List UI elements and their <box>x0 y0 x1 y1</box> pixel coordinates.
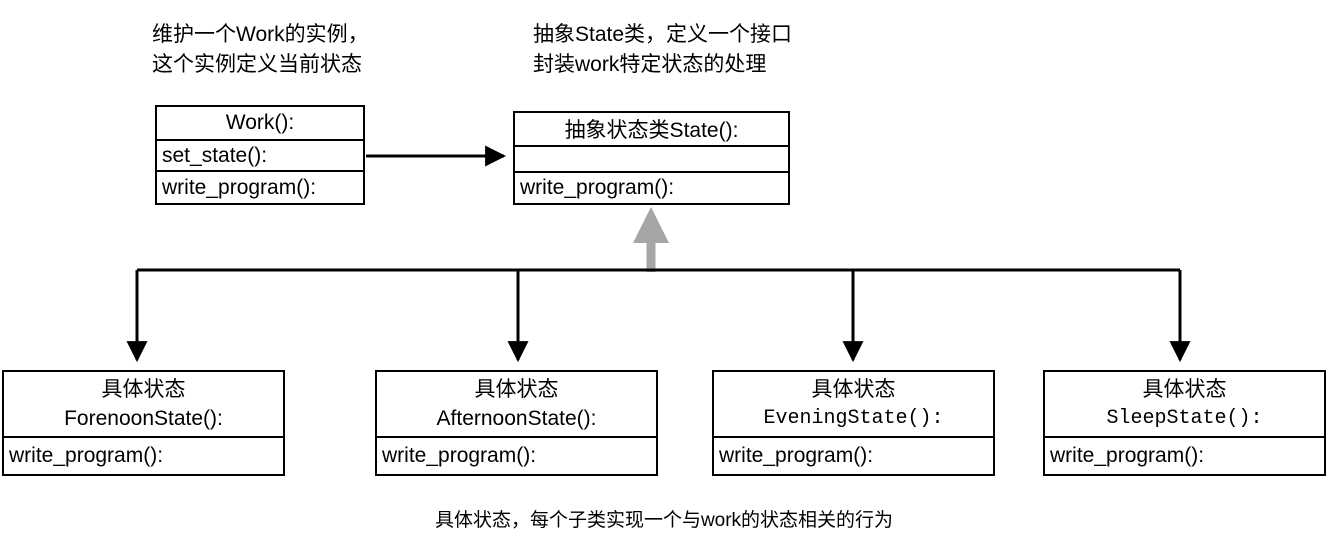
class-box-afternoon-state[interactable]: 具体状态 AfternoonState(): write_program(): <box>375 370 658 476</box>
class-operation-state-write-program: write_program(): <box>515 171 788 203</box>
class-box-evening-state[interactable]: 具体状态 EveningState(): write_program(): <box>712 370 995 476</box>
class-operation-evening-write-program: write_program(): <box>714 436 993 474</box>
class-operation-forenoon-write-program: write_program(): <box>4 436 283 474</box>
class-stereotype-afternoon: 具体状态 <box>474 378 559 401</box>
class-header-sleep-state: 具体状态 SleepState(): <box>1045 372 1324 436</box>
inheritance-arrow-to-state <box>633 207 669 272</box>
class-header-evening-state: 具体状态 EveningState(): <box>714 372 993 436</box>
class-operation-work-write-program: write_program(): <box>157 170 363 203</box>
class-operation-afternoon-write-program: write_program(): <box>377 436 656 474</box>
class-box-sleep-state[interactable]: 具体状态 SleepState(): write_program(): <box>1043 370 1326 476</box>
class-name-sleep-state: SleepState(): <box>1106 407 1263 430</box>
class-stereotype-sleep: 具体状态 <box>1142 378 1227 401</box>
note-work-context: 维护一个Work的实例， 这个实例定义当前状态 <box>152 23 369 76</box>
class-name-work: Work(): <box>225 111 295 134</box>
class-name-afternoon-state: AfternoonState(): <box>436 407 597 430</box>
class-stereotype-evening: 具体状态 <box>811 378 896 401</box>
class-name-evening-state: EveningState(): <box>763 407 944 430</box>
class-box-work[interactable]: Work(): set_state(): write_program(): <box>155 105 365 205</box>
class-attributes-state-empty <box>515 145 788 171</box>
class-name-forenoon-state: ForenoonState(): <box>64 407 223 430</box>
class-header-afternoon-state: 具体状态 AfternoonState(): <box>377 372 656 436</box>
class-header-forenoon-state: 具体状态 ForenoonState(): <box>4 372 283 436</box>
class-stereotype-forenoon: 具体状态 <box>101 378 186 401</box>
class-operation-sleep-write-program: write_program(): <box>1045 436 1324 474</box>
class-box-forenoon-state[interactable]: 具体状态 ForenoonState(): write_program(): <box>2 370 285 476</box>
class-attribute-work-set-state: set_state(): <box>157 139 363 170</box>
note-state-context: 抽象State类，定义一个接口 封装work特定状态的处理 <box>533 23 793 76</box>
caption-concrete-states: 具体状态，每个子类实现一个与work的状态相关的行为 <box>434 510 894 531</box>
class-box-state[interactable]: 抽象状态类State(): write_program(): <box>513 111 790 205</box>
class-name-state: 抽象状态类State(): <box>564 119 739 142</box>
